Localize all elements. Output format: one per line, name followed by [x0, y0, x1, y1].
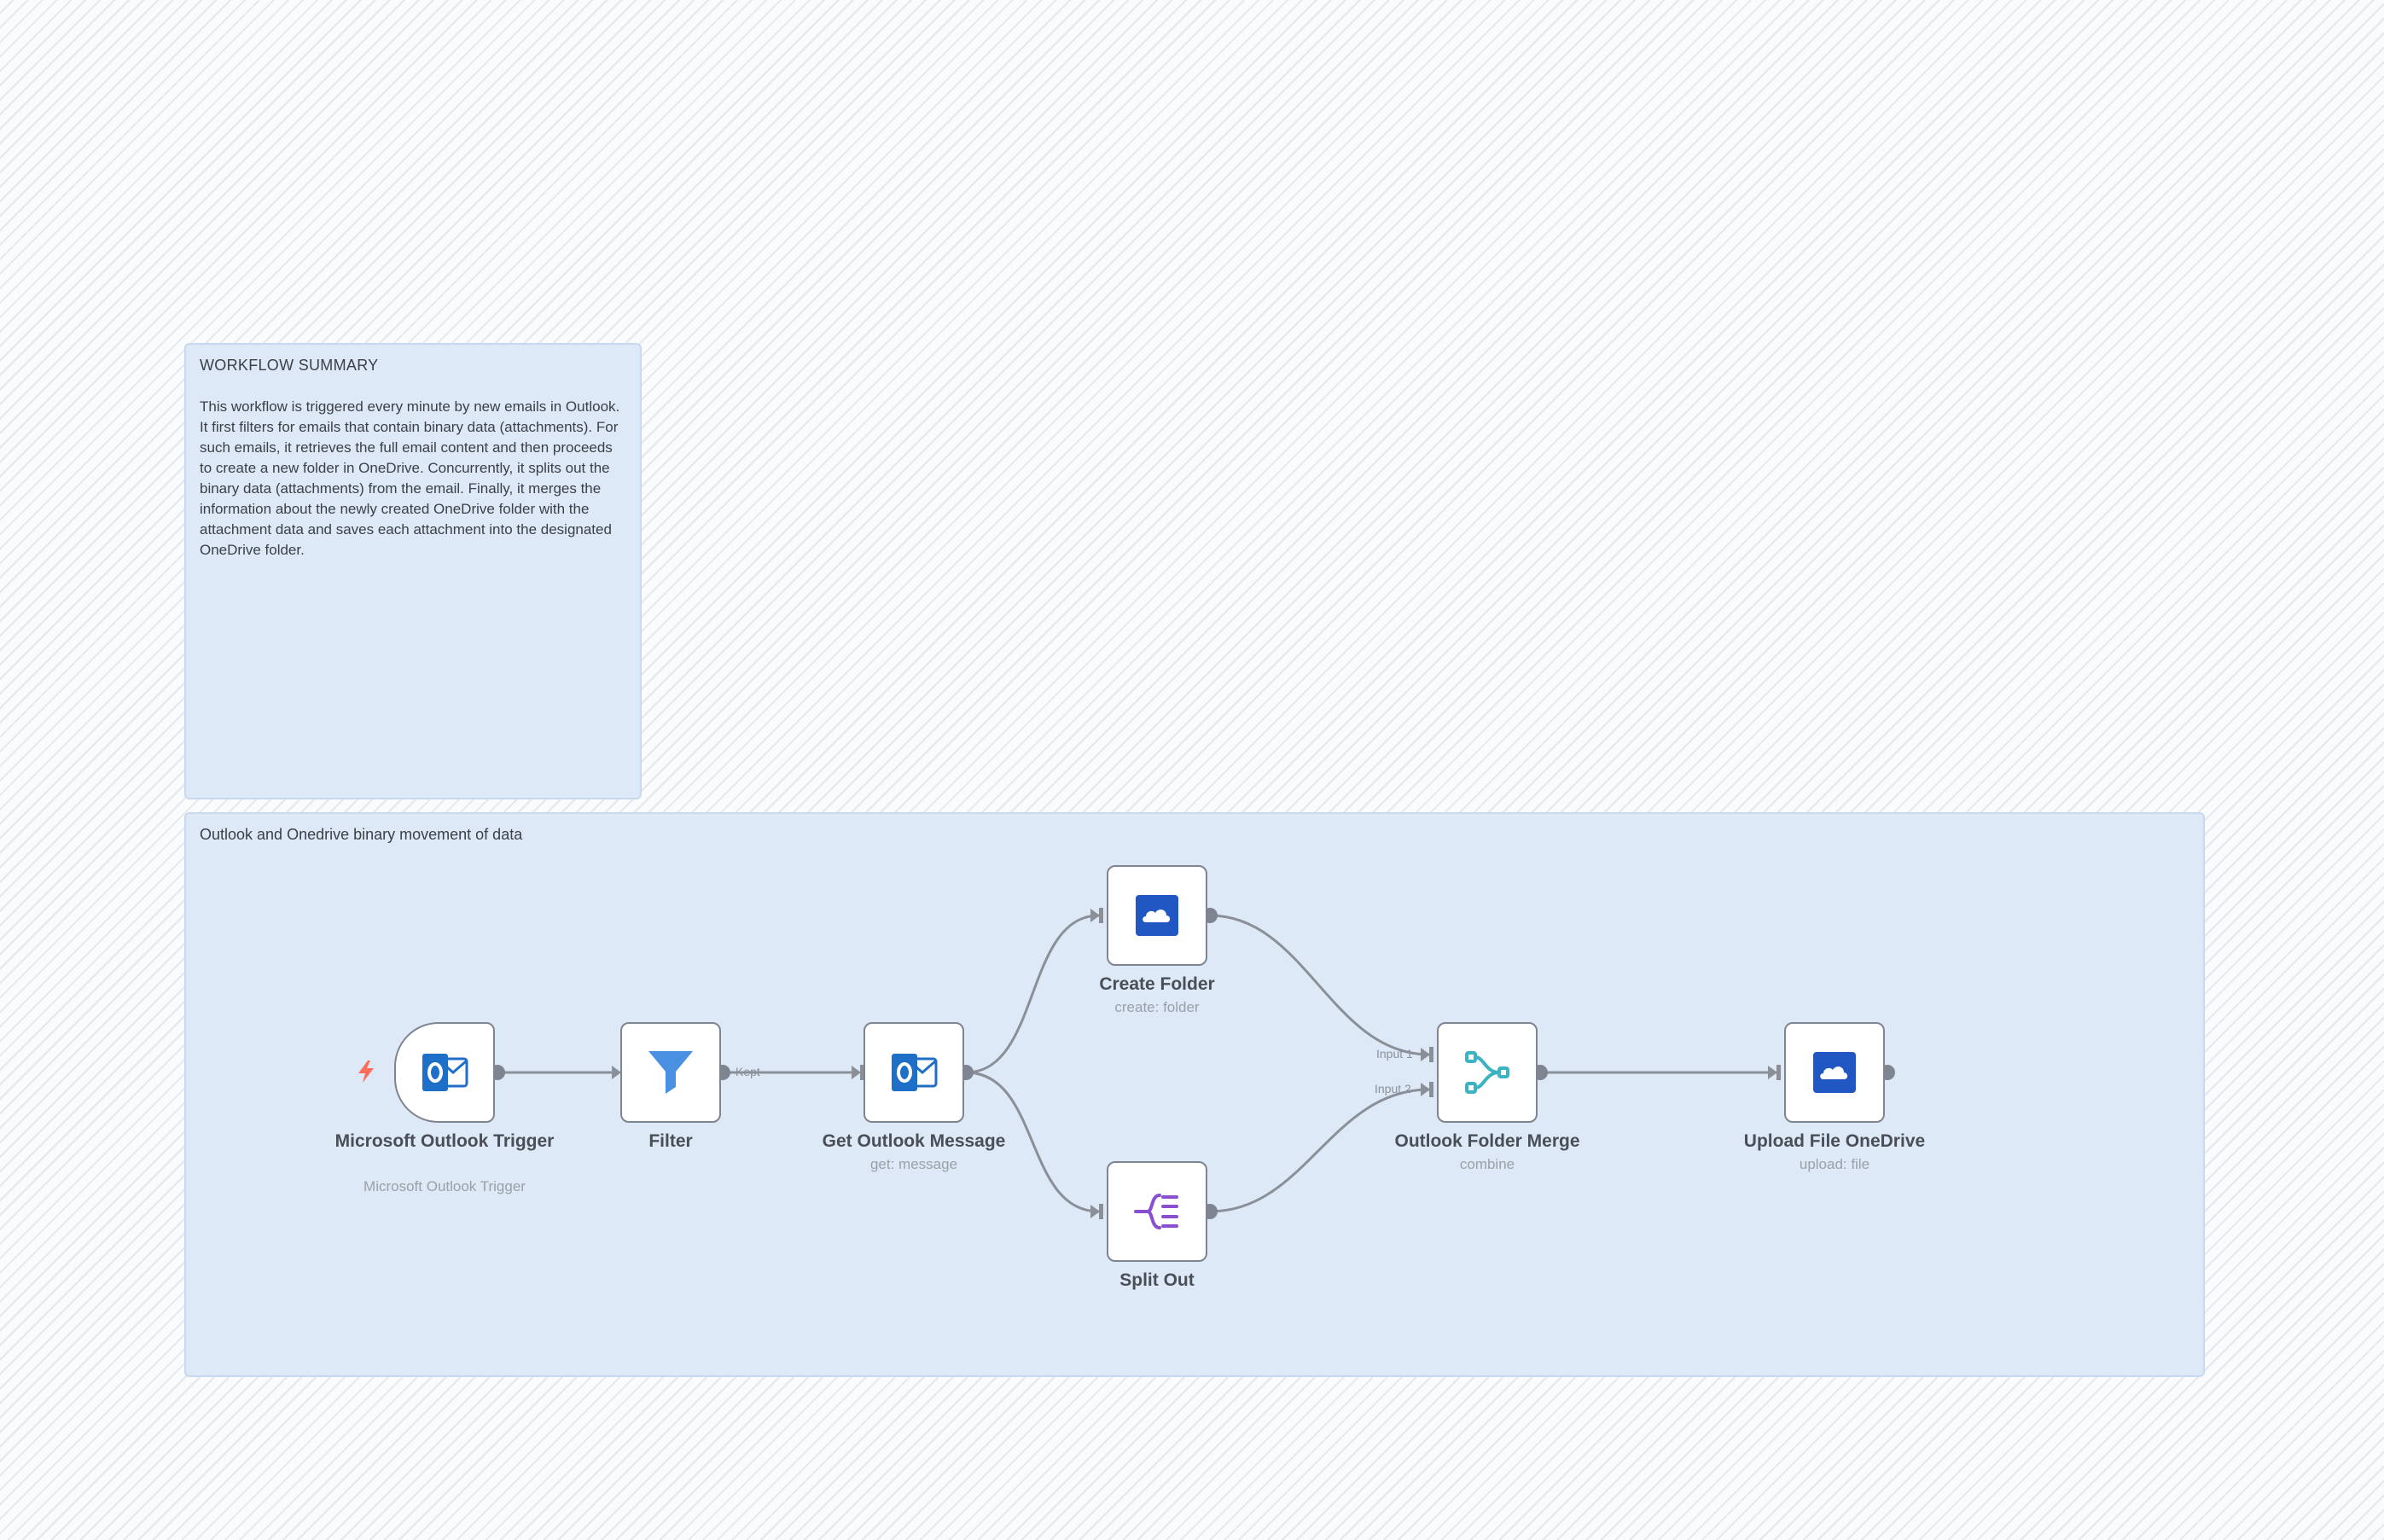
- node-filter[interactable]: [620, 1022, 721, 1123]
- split-out-icon: [1134, 1194, 1178, 1229]
- merge-input1-label: Input 1: [1376, 1047, 1413, 1061]
- group-note-title: Outlook and Onedrive binary movement of …: [200, 826, 523, 843]
- node-outlook-folder-merge[interactable]: [1437, 1022, 1538, 1123]
- onedrive-icon: [1813, 1052, 1856, 1093]
- node-subtitle: upload: file: [1799, 1156, 1870, 1172]
- node-get-outlook-message[interactable]: [863, 1022, 964, 1123]
- node-label: Create Folder: [1099, 974, 1215, 994]
- node-upload-file-onedrive[interactable]: [1784, 1022, 1885, 1123]
- node-subtitle: get: message: [869, 1156, 958, 1172]
- node-label: Outlook Folder Merge: [1394, 1131, 1580, 1151]
- node-split-out[interactable]: [1107, 1161, 1207, 1262]
- node-microsoft-outlook-trigger[interactable]: [394, 1022, 495, 1123]
- node-label: Split Out: [1119, 1270, 1195, 1290]
- node-label: Filter: [648, 1131, 693, 1151]
- workflow-summary-note[interactable]: WORKFLOW SUMMARY This workflow is trigge…: [184, 343, 642, 799]
- merge-input2-label: Input 2: [1375, 1082, 1411, 1095]
- node-label: Microsoft Outlook Trigger: [334, 1131, 555, 1151]
- summary-note-body: This workflow is triggered every minute …: [200, 398, 620, 558]
- trigger-bolt-icon: [358, 1061, 374, 1083]
- node-create-folder[interactable]: [1107, 865, 1207, 966]
- summary-note-title: WORKFLOW SUMMARY: [200, 357, 379, 374]
- onedrive-icon: [1136, 895, 1178, 936]
- merge-icon: [1465, 1051, 1509, 1094]
- outlook-icon: [422, 1054, 468, 1091]
- node-subtitle: create: folder: [1114, 999, 1200, 1015]
- node-label: Get Outlook Message: [822, 1131, 1006, 1151]
- filter-icon: [648, 1051, 693, 1094]
- filter-kept-label: Kept: [736, 1065, 760, 1078]
- node-subtitle: Microsoft Outlook Trigger: [363, 1178, 526, 1194]
- outlook-icon: [892, 1054, 938, 1091]
- node-label: Upload File OneDrive: [1743, 1131, 1926, 1151]
- node-subtitle: combine: [1459, 1156, 1515, 1172]
